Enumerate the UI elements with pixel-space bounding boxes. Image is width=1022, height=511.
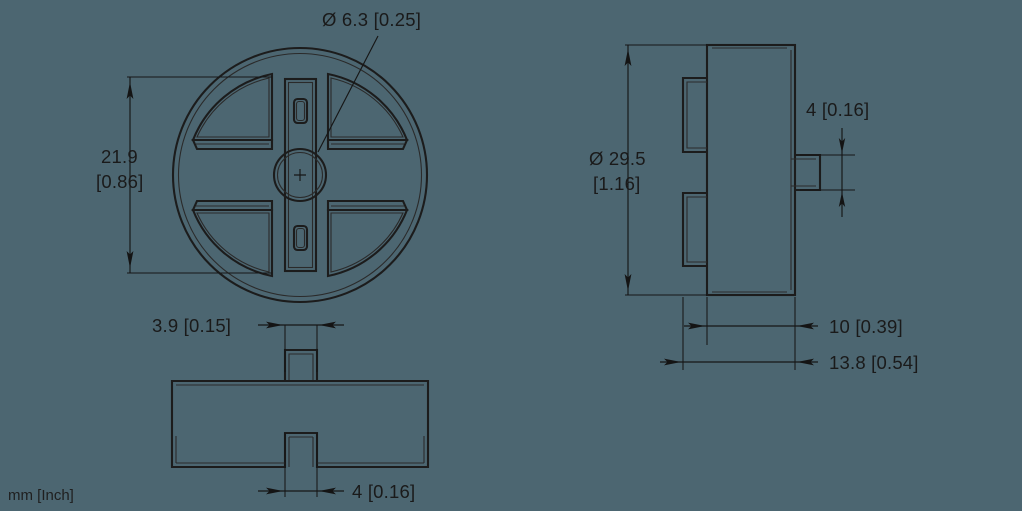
side-tab-lower bbox=[681, 191, 707, 268]
front-hub-circle-inner bbox=[276, 151, 324, 199]
dim-label-body-depth: 10 [0.39] bbox=[829, 316, 903, 337]
front-segment-upper-left bbox=[191, 72, 274, 151]
dimension-hole-diameter: Ø 6.3 [0.25] bbox=[317, 9, 421, 153]
arrow-head-stem-left-icon bbox=[266, 321, 283, 329]
front-segment-lower-left bbox=[191, 199, 274, 278]
arrow-head-side-down-icon bbox=[624, 274, 632, 291]
dimension-overall-depth: 13.8 [0.54] bbox=[660, 297, 919, 373]
front-outer-circle-inner bbox=[177, 52, 423, 298]
front-slot-upper-inner bbox=[295, 100, 306, 122]
dim-label-outer-diameter-line2: [1.16] bbox=[593, 173, 641, 194]
front-slot-upper-outline bbox=[292, 97, 309, 125]
side-tab-upper-outline bbox=[681, 76, 707, 154]
front-segment-lower-right bbox=[326, 199, 409, 278]
bottom-body-inner-sides bbox=[175, 436, 425, 463]
arrow-head-up-icon bbox=[126, 82, 134, 99]
front-center-bar bbox=[283, 77, 318, 273]
dim-label-hole-diameter: Ø 6.3 [0.25] bbox=[322, 9, 421, 30]
dim-label-stem-width: 3.9 [0.15] bbox=[152, 315, 231, 336]
dimension-notch-width: 4 [0.16] bbox=[258, 433, 415, 502]
arrow-head-overall-left-icon bbox=[664, 358, 681, 366]
dim-label-overall-depth: 13.8 [0.54] bbox=[829, 352, 919, 373]
side-tab-upper-inner bbox=[686, 81, 707, 149]
front-center-bar-outline bbox=[283, 77, 318, 273]
arrow-head-boss-down-icon bbox=[838, 138, 846, 153]
front-center-crosshair-icon bbox=[294, 169, 306, 181]
arrow-head-stem-right-icon bbox=[319, 321, 336, 329]
side-view bbox=[681, 43, 822, 297]
arrow-head-overall-right-icon bbox=[797, 358, 814, 366]
front-center-bar-inner bbox=[287, 81, 314, 269]
side-tab-lower-outline bbox=[681, 191, 707, 268]
dim-label-notch-width: 4 [0.16] bbox=[352, 481, 415, 502]
dimension-body-depth: 10 [0.39] bbox=[684, 297, 903, 370]
bottom-notch-inner bbox=[288, 437, 314, 467]
front-slot-lower-inner bbox=[295, 227, 306, 249]
arrow-head-notch-right-icon bbox=[319, 487, 336, 495]
front-segment-upper-right bbox=[326, 72, 409, 151]
bottom-stem-inner bbox=[288, 353, 314, 381]
side-tab-upper bbox=[681, 76, 707, 154]
front-outer-circle bbox=[171, 46, 429, 304]
arrow-head-side-up-icon bbox=[624, 49, 632, 66]
leader-line-hole bbox=[317, 35, 379, 153]
dim-label-outer-diameter-line1: Ø 29.5 bbox=[589, 148, 646, 169]
units-note: mm [Inch] bbox=[8, 487, 74, 504]
arrow-head-depth-right-icon bbox=[797, 322, 814, 330]
side-tab-lower-inner bbox=[686, 196, 707, 263]
dimension-stem-width: 3.9 [0.15] bbox=[152, 315, 344, 372]
front-center-hub bbox=[272, 147, 328, 203]
front-slot-lower-outline bbox=[292, 224, 309, 252]
arrow-head-notch-left-icon bbox=[266, 487, 283, 495]
dim-label-front-height-line2: [0.86] bbox=[96, 171, 144, 192]
dimension-outer-diameter: Ø 29.5 [1.16] bbox=[589, 44, 707, 296]
dim-label-front-height-line1: 21.9 bbox=[101, 146, 138, 167]
arrow-head-boss-up-icon bbox=[838, 192, 846, 207]
front-view bbox=[171, 46, 429, 304]
front-slot-lower bbox=[292, 224, 309, 252]
side-body-outline bbox=[705, 43, 797, 297]
arrow-head-down-icon bbox=[126, 251, 134, 268]
ext-line-stem-vertical bbox=[284, 325, 318, 355]
dimension-front-height: 21.9 [0.86] bbox=[96, 76, 272, 274]
front-hub-circle bbox=[272, 147, 328, 203]
arrow-head-depth-left-icon bbox=[688, 322, 705, 330]
dim-label-boss-height: 4 [0.16] bbox=[806, 99, 869, 120]
front-slot-upper bbox=[292, 97, 309, 125]
dimension-boss-height: 4 [0.16] bbox=[800, 99, 869, 217]
side-boss-inner bbox=[791, 158, 816, 187]
